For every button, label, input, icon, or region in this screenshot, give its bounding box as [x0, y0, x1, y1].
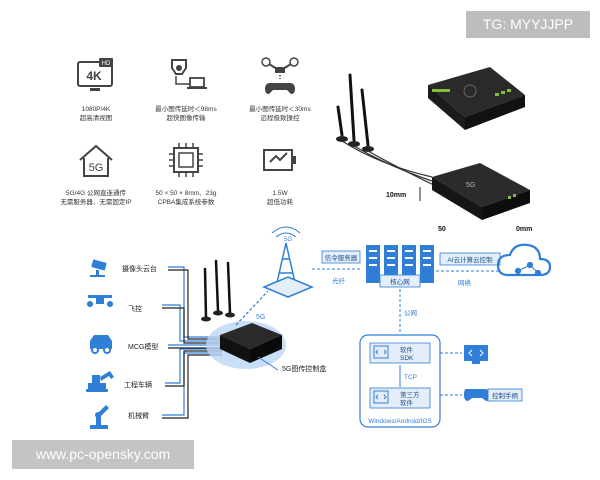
sdk-line2: SDK	[400, 355, 414, 362]
link-5g-label: 5G	[256, 314, 265, 321]
third-party-line1: 第三方	[400, 390, 420, 399]
feature-transfer: 最小图传延时＜98ms 超快图像传输	[126, 56, 246, 123]
tower-icon	[262, 242, 314, 298]
cloud-icon	[496, 243, 552, 277]
system-diagram: 摄像头云台 飞控 MCG模型 工程车辆 机械臂	[86, 226, 552, 429]
sdk-line1: 软件	[400, 345, 414, 354]
feature-power-line1: 1.5W	[272, 190, 288, 197]
server-rack-icon	[366, 245, 434, 283]
excavator-icon	[86, 371, 114, 392]
feature-4k-line2: 超高清视图	[79, 115, 113, 122]
device-camera-label: 摄像头云台	[122, 264, 157, 273]
ai-cloud-label: AI云计算云控制	[447, 255, 493, 264]
watermark-bottom: www.pc-opensky.com	[12, 440, 194, 469]
feature-size-line1: 50 × 50 × 8mm、23g	[155, 190, 217, 197]
main-device: 5G	[432, 163, 530, 220]
5g-badge: 5G	[89, 162, 104, 174]
device-drone-label: 飞控	[128, 304, 142, 313]
watermark-top: TG: MYYJJPP	[466, 11, 590, 38]
feature-5g-line1: 5G/4G 公网直连通传	[66, 190, 126, 197]
signal-server-label: 信令服务器	[325, 253, 358, 262]
feature-5g-line2: 无需服务器、无需固定IP	[60, 199, 132, 206]
feature-size-line2: CPBA集成系统参数	[157, 199, 215, 206]
feature-4k-line1: 1080P/4K	[81, 106, 111, 113]
drone-gamepad-icon	[261, 57, 299, 94]
antenna-cables	[341, 140, 439, 188]
platforms-label: Windows/Android/IOS	[368, 418, 432, 425]
code-icon	[373, 345, 389, 359]
controller-box-label: 5G图传控制盒	[282, 364, 326, 373]
device-arm-label: 机械臂	[128, 411, 149, 420]
dim-height: 10mm	[386, 192, 406, 199]
dim-width: 50	[438, 226, 446, 233]
gamepad-icon	[464, 389, 490, 401]
4k-screen-icon: HD 4K	[77, 58, 113, 91]
feature-control-line2: 远程极致操控	[260, 115, 300, 122]
feature-transfer-line2: 超快图像传输	[166, 115, 206, 122]
tower-signal	[271, 226, 301, 238]
5g-home-icon: 5G	[79, 144, 113, 177]
tower-badge: 5G	[284, 237, 292, 243]
tcp-label: TCP	[404, 374, 417, 381]
feature-power-line2: 超低功耗	[267, 199, 293, 206]
chip-icon	[169, 143, 203, 177]
feature-size: 50 × 50 × 8mm、23g CPBA集成系统参数	[126, 140, 246, 207]
controller-box	[220, 323, 282, 363]
fiber-label: 光纤	[332, 276, 346, 285]
device-mcg-label: MCG模型	[128, 342, 158, 351]
network-label: 网络	[458, 278, 472, 287]
dim-depth: 0mm	[516, 226, 532, 233]
third-party-line2: 软件	[400, 398, 414, 407]
drone-icon	[87, 295, 113, 307]
hd-badge: HD	[102, 61, 111, 67]
device-label: 5G	[466, 182, 475, 189]
feature-5g: 5G 5G/4G 公网直连通传 无需服务器、无需固定IP	[36, 140, 156, 207]
product-photo: 5G 10mm 50 0mm	[336, 67, 532, 233]
camera-laptop-icon	[171, 59, 207, 89]
device-connections	[162, 266, 222, 416]
feature-4k: HD 4K 1080P/4K 超高清视图	[36, 56, 156, 123]
antennas	[336, 73, 370, 147]
feature-power: 1.5W 超低功耗	[220, 140, 340, 207]
car-icon	[90, 335, 112, 354]
client-panel	[359, 334, 441, 428]
battery-icon	[263, 149, 296, 171]
feature-control: 最小图传延时＜30ms 远程极致操控	[220, 56, 340, 123]
feature-transfer-line1: 最小图传延时＜98ms	[155, 106, 217, 113]
feature-control-line1: 最小图传延时＜30ms	[249, 106, 311, 113]
device-vehicle-label: 工程车辆	[124, 380, 152, 389]
public-network-label: 公网	[404, 309, 417, 317]
robot-arm-icon	[90, 405, 109, 429]
monitor-icon	[464, 345, 488, 364]
core-network-label: 核心网	[390, 277, 410, 286]
signal-server-box	[321, 250, 361, 264]
4k-badge: 4K	[86, 69, 102, 83]
small-device	[428, 67, 525, 130]
camera-icon	[90, 259, 107, 277]
code-icon-2	[373, 390, 389, 404]
gamepad-label: 控制手柄	[492, 391, 519, 400]
